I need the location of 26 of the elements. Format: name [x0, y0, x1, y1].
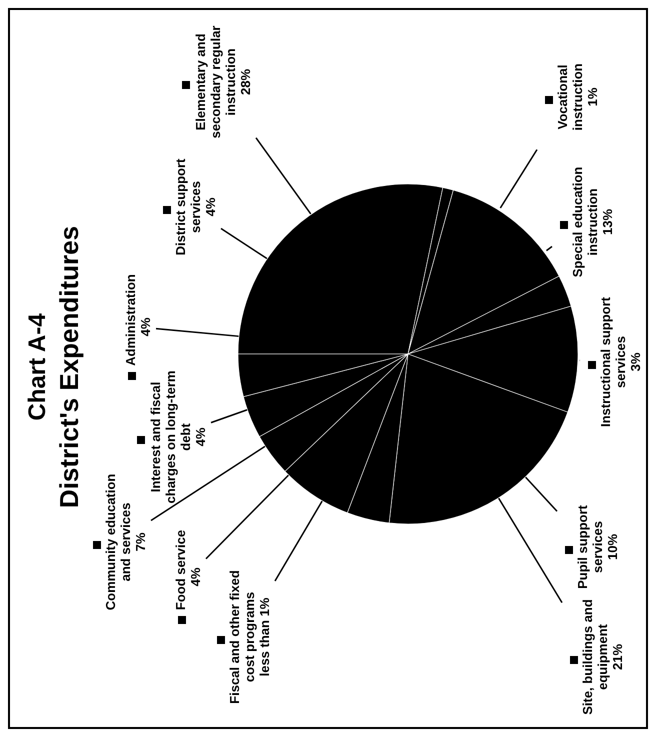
- category-label: Community education and services: [103, 472, 133, 612]
- value-label: 7%: [133, 532, 148, 552]
- value-label: 10%: [605, 534, 620, 560]
- category-label: Vocational instruction: [555, 62, 585, 133]
- value-label: 4%: [203, 198, 218, 216]
- value-label: 4%: [138, 318, 153, 336]
- value-label: 3%: [628, 352, 643, 372]
- value-label: less than 1%: [257, 598, 272, 676]
- value-label: 28%: [238, 68, 252, 96]
- chart-title: District's Expenditures: [54, 224, 85, 510]
- value-label: 21%: [610, 644, 625, 670]
- value-label: 4%: [192, 428, 208, 446]
- value-label: 4%: [188, 568, 203, 586]
- category-label: Pupil support services: [575, 504, 605, 591]
- category-label: Site, buildings and equipment: [580, 598, 610, 717]
- chart-number: Chart A-4: [24, 312, 52, 423]
- value-label: 13%: [600, 208, 615, 236]
- category-label: Special education instruction: [570, 166, 600, 280]
- category-label: District support services: [173, 158, 203, 257]
- category-label: Elementary and secondary regular instruction: [192, 24, 238, 140]
- category-label: Administration: [123, 274, 138, 366]
- category-label: Fiscal and other fixed cost programs: [227, 569, 257, 706]
- category-label: Food service: [173, 530, 188, 610]
- category-label: Interest and fiscal charges on long-term debt: [148, 370, 192, 506]
- value-label: 1%: [585, 88, 600, 106]
- category-label: Instructional support services: [598, 296, 628, 429]
